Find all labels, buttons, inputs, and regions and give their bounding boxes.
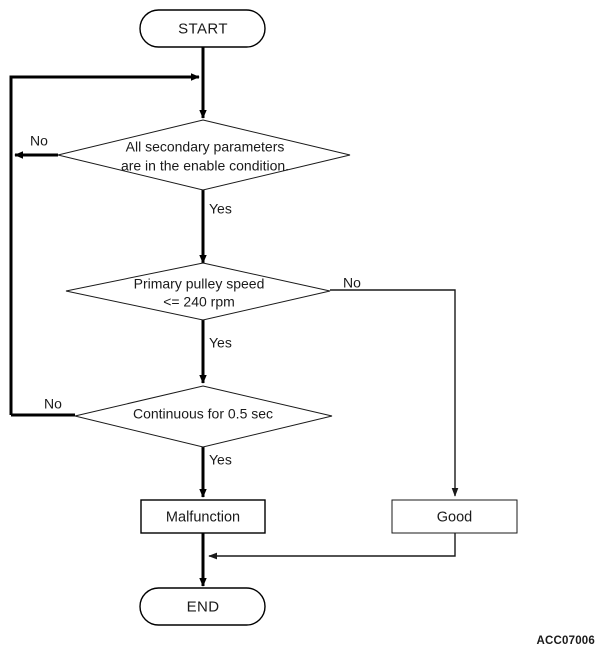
node-good: Good	[391, 499, 518, 534]
edge-label-decision3-no: No	[44, 396, 62, 412]
node-end: END	[139, 587, 266, 626]
node-malfunction: Malfunction	[140, 499, 266, 534]
connector-feedback-loop-left-rail	[9, 73, 200, 415]
edge-label-decision2-no: No	[343, 275, 361, 291]
node-decision3-line1: Continuous for 0.5 sec	[133, 406, 273, 422]
node-good-label: Good	[437, 509, 472, 525]
node-end-label: END	[187, 598, 220, 615]
node-decision2-line1: Primary pulley speed	[134, 276, 265, 292]
node-decision2-line2: <= 240 rpm	[163, 294, 235, 310]
node-start-label: START	[178, 20, 228, 37]
connector-good-to-merge	[208, 533, 456, 560]
node-decision1-line2: are in the enable condition.	[121, 158, 289, 174]
node-malfunction-label: Malfunction	[166, 509, 240, 525]
edge-label-decision2-yes: Yes	[209, 335, 232, 351]
node-decision2: Primary pulley speed <= 240 rpm	[65, 262, 331, 321]
node-decision1-line1: All secondary parameters	[126, 139, 285, 155]
edge-label-decision1-yes: Yes	[209, 201, 232, 217]
node-decision1: All secondary parameters are in the enab…	[57, 119, 351, 191]
connector-decision2-no-to-good	[330, 289, 459, 497]
edge-label-decision3-yes: Yes	[209, 452, 232, 468]
edge-label-decision1-no: No	[30, 133, 48, 149]
figure-id-label: ACC07006	[537, 635, 596, 647]
node-decision3: Continuous for 0.5 sec	[74, 385, 333, 448]
node-start: START	[139, 9, 266, 48]
